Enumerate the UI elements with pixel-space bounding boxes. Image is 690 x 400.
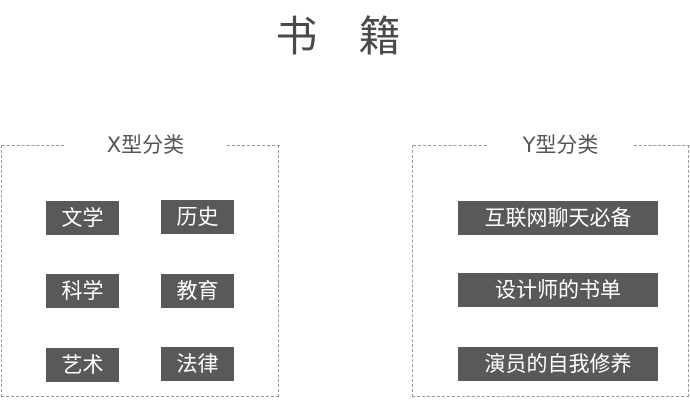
page-title: 书 籍	[275, 12, 415, 61]
panel-top-border-right	[227, 145, 280, 146]
panel-top-border-left	[2, 145, 64, 146]
book-list-tag-designer[interactable]: 设计师的书单	[458, 273, 658, 307]
y-category-label: Y型分类	[522, 133, 599, 157]
x-category-label: X型分类	[106, 133, 185, 157]
category-tag-history[interactable]: 历史	[161, 200, 234, 234]
y-category-panel: Y型分类 互联网聊天必备 设计师的书单 演员的自我修养	[412, 133, 690, 397]
panel-top-border-left	[413, 145, 487, 146]
book-list-tag-actor[interactable]: 演员的自我修养	[458, 347, 658, 381]
category-tag-art[interactable]: 艺术	[46, 348, 119, 382]
category-tag-science[interactable]: 科学	[46, 274, 119, 308]
x-category-panel: X型分类 文学 历史 科学 教育 艺术 法律	[1, 133, 280, 397]
category-tag-education[interactable]: 教育	[161, 274, 234, 308]
category-tag-literature[interactable]: 文学	[46, 201, 119, 235]
book-list-tag-internet-chat[interactable]: 互联网聊天必备	[458, 201, 658, 235]
panel-top-border-right	[634, 145, 690, 146]
category-tag-law[interactable]: 法律	[161, 347, 234, 381]
